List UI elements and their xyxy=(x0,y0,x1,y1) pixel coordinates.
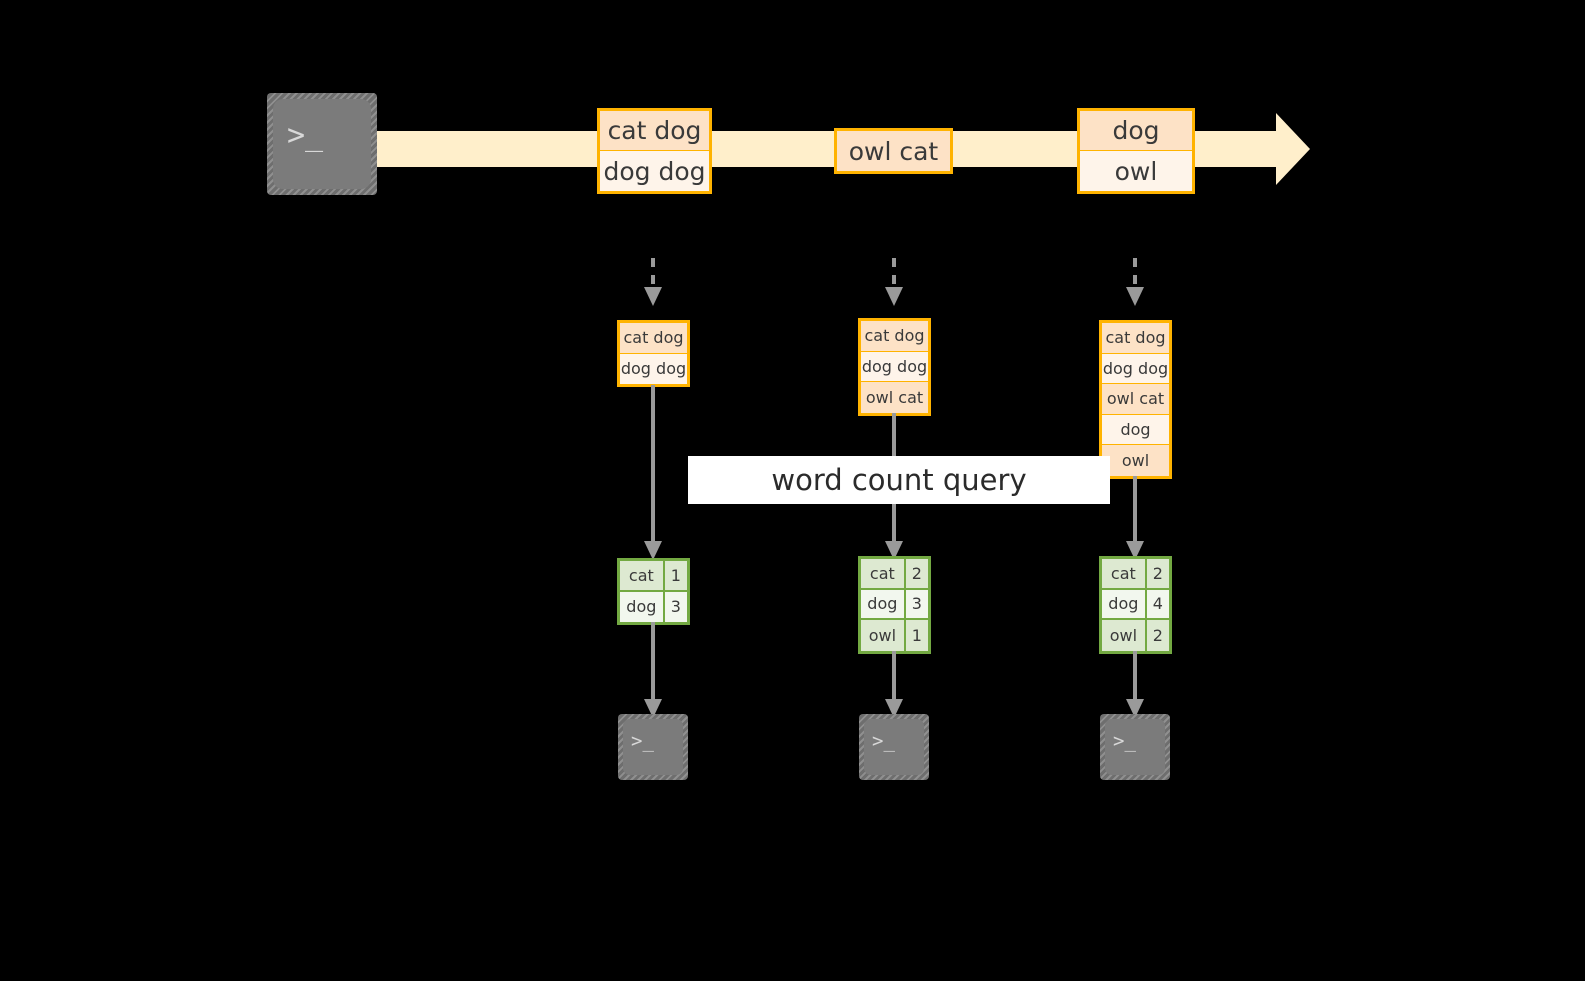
table-row: cat 2 xyxy=(1102,559,1169,590)
message-row: dog dog xyxy=(861,351,928,382)
table-row: owl 2 xyxy=(1102,620,1169,651)
result-count: 4 xyxy=(1152,594,1163,614)
stream-message: cat dog xyxy=(600,111,709,151)
message-row: cat dog xyxy=(861,321,928,352)
result-word: cat xyxy=(1102,559,1147,588)
message-row: cat dog xyxy=(1102,323,1169,354)
terminal-prompt: >_ xyxy=(287,118,324,153)
stream-group-3: dog owl xyxy=(1077,108,1195,194)
table-row: dog 3 xyxy=(620,591,687,622)
snapshot-3-result-table: cat 2 dog 4 owl 2 xyxy=(1099,556,1172,654)
stream-message: dog xyxy=(1080,111,1192,151)
stream-message: owl xyxy=(1080,151,1192,191)
arrow-right-icon xyxy=(1276,113,1310,185)
result-word: dog xyxy=(1102,589,1147,618)
message-row: cat dog xyxy=(620,323,687,354)
table-row: dog 3 xyxy=(861,589,928,620)
stream-message: owl cat xyxy=(837,131,950,171)
terminal-face xyxy=(864,719,924,775)
result-count: 3 xyxy=(670,597,681,617)
snapshot-1-sink-terminal-icon: >_ xyxy=(618,714,688,780)
result-count: 1 xyxy=(670,565,681,585)
result-word: cat xyxy=(861,559,906,588)
snapshot-3-sink-terminal-icon: >_ xyxy=(1100,714,1170,780)
terminal-face xyxy=(623,719,683,775)
table-row: owl 1 xyxy=(861,620,928,651)
stream-group-2: owl cat xyxy=(834,128,953,174)
result-count: 3 xyxy=(911,594,922,614)
message-row: dog dog xyxy=(1102,353,1169,384)
stream-message: dog dog xyxy=(600,151,709,191)
snapshot-1-input-messages: cat dog dog dog xyxy=(617,320,690,387)
snapshot-3-input-messages: cat dog dog dog owl cat dog owl xyxy=(1099,320,1172,479)
snapshot-2-sink-terminal-icon: >_ xyxy=(859,714,929,780)
table-row: cat 1 xyxy=(620,561,687,592)
terminal-prompt: >_ xyxy=(631,730,654,752)
result-word: owl xyxy=(861,620,906,651)
result-word: owl xyxy=(1102,620,1147,651)
terminal-prompt: >_ xyxy=(1113,730,1136,752)
query-label-band: word count query xyxy=(688,456,1110,504)
snapshot-2-input-messages: cat dog dog dog owl cat xyxy=(858,318,931,416)
result-word: dog xyxy=(861,589,906,618)
result-count: 2 xyxy=(1152,625,1163,645)
message-row: dog dog xyxy=(620,353,687,384)
terminal-prompt: >_ xyxy=(872,730,895,752)
source-terminal-icon: >_ xyxy=(267,93,377,195)
query-label: word count query xyxy=(771,463,1027,497)
table-row: cat 2 xyxy=(861,559,928,590)
terminal-face xyxy=(1105,719,1165,775)
stream-group-1: cat dog dog dog xyxy=(597,108,712,194)
message-row: owl xyxy=(1102,445,1169,476)
result-count: 2 xyxy=(1152,563,1163,583)
terminal-face xyxy=(273,99,371,189)
table-row: dog 4 xyxy=(1102,589,1169,620)
message-row: owl cat xyxy=(861,382,928,413)
message-row: dog xyxy=(1102,414,1169,445)
result-count: 1 xyxy=(911,625,922,645)
result-word: cat xyxy=(620,561,665,590)
snapshot-1-result-table: cat 1 dog 3 xyxy=(617,558,690,625)
snapshot-2-result-table: cat 2 dog 3 owl 1 xyxy=(858,556,931,654)
result-count: 2 xyxy=(911,563,922,583)
message-row: owl cat xyxy=(1102,384,1169,415)
result-word: dog xyxy=(620,591,665,622)
